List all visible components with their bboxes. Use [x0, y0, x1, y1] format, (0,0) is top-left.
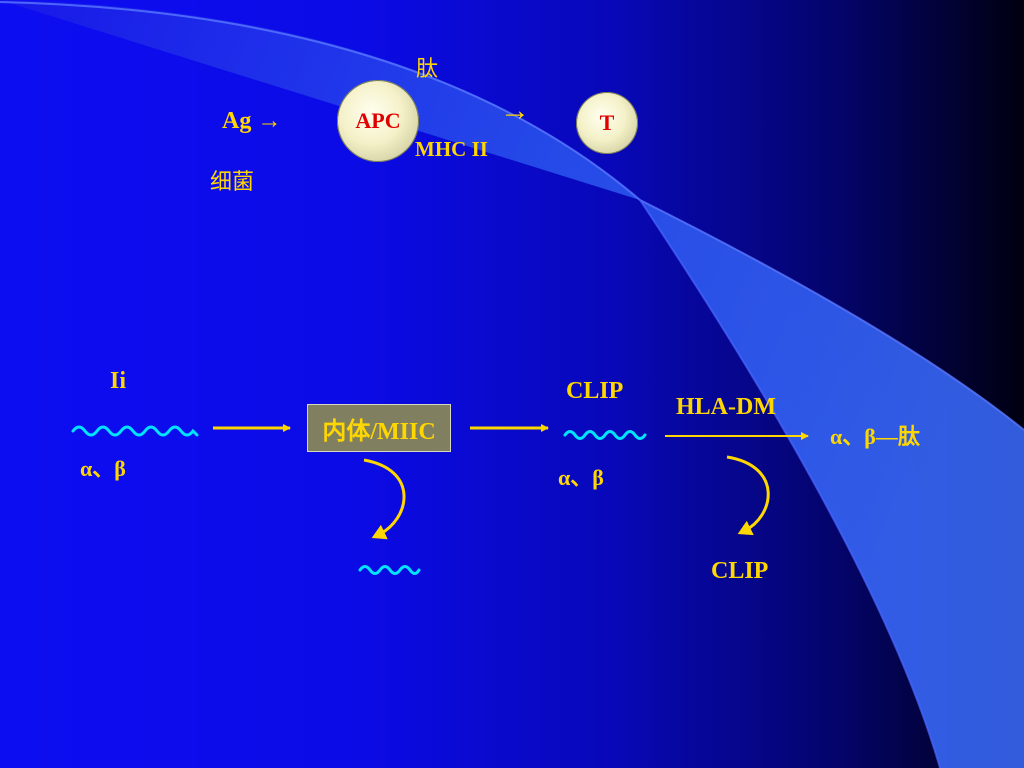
released-fragment-wavy: [358, 565, 421, 575]
apc-cell: APC: [337, 80, 419, 162]
clip-top-label: CLIP: [566, 378, 624, 404]
top-arrow: →: [500, 94, 530, 127]
t-cell-label: T: [599, 110, 615, 135]
alpha-beta-peptide-label: α、β—肽: [830, 424, 920, 449]
ag-arrow-label: Ag →: [222, 108, 282, 134]
endosome-miic-label: 内体/MIIC: [322, 418, 436, 445]
curved-arrow-clip-release: [726, 455, 770, 536]
ii-chain-wavy: [71, 425, 199, 437]
mhc-ii-label: MHC II: [415, 137, 488, 161]
apc-label: APC: [355, 108, 401, 133]
bacteria-label: 细菌: [210, 169, 255, 194]
curved-arrow-box-release: [363, 458, 406, 540]
clip-chain-wavy: [563, 430, 647, 440]
hla-dm-label: HLA-DM: [676, 394, 776, 420]
ii-label: Ii: [110, 368, 127, 394]
endosome-miic-box: 内体/MIIC: [307, 404, 451, 452]
peptide-label: 肽: [416, 56, 439, 81]
t-cell: T: [576, 92, 638, 154]
alpha-beta-mid-label: α、β: [558, 465, 604, 490]
clip-bottom-label: CLIP: [711, 558, 769, 584]
alpha-beta-left-label: α、β: [80, 456, 126, 481]
